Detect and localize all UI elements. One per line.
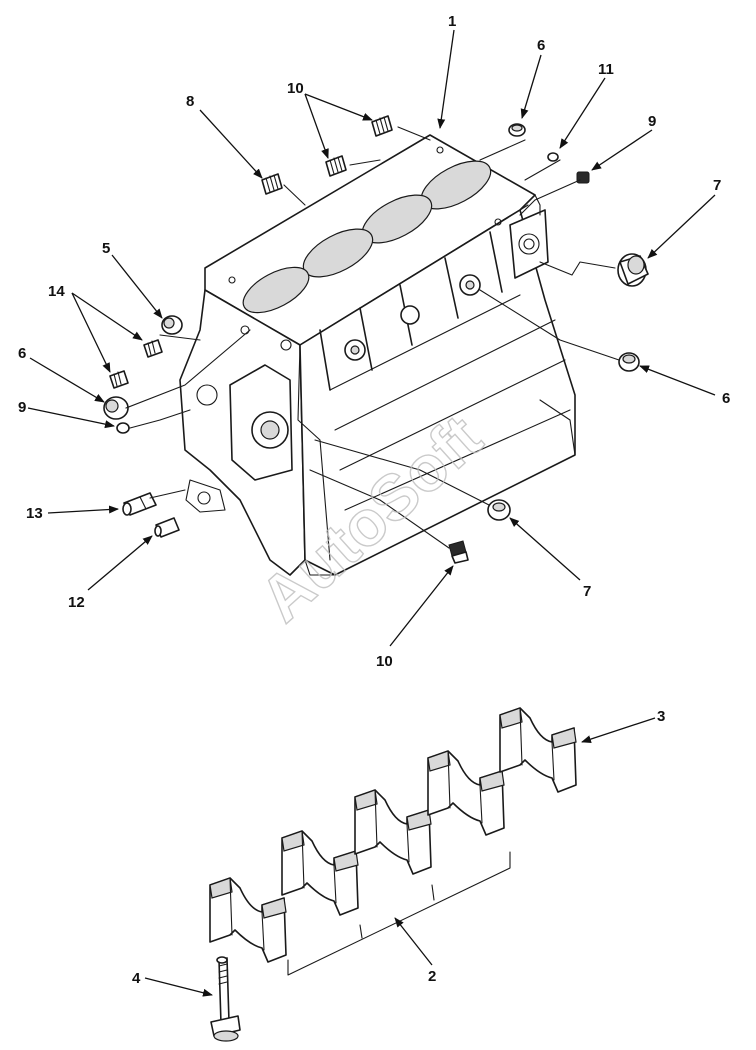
plug-9-left (116, 422, 130, 434)
seal-7-right (617, 253, 649, 287)
bearing-cap-2 (281, 830, 359, 916)
dowel-pin-14 (109, 339, 163, 389)
bearing-cap-3 (354, 789, 432, 875)
callout-6: 6 (722, 390, 730, 407)
callout-12: 12 (68, 594, 85, 611)
callout-7: 7 (583, 583, 591, 600)
callout-2: 2 (428, 968, 436, 985)
bearing-cap-4 (427, 750, 505, 836)
plug-5 (161, 315, 183, 335)
callout-14: 14 (48, 283, 65, 300)
callout-8: 8 (186, 93, 194, 110)
callout-4: 4 (132, 970, 141, 987)
leader-lines (27, 29, 716, 997)
cylinder-block (179, 134, 576, 576)
callout-1: 1 (448, 13, 456, 30)
plug-9-top (576, 171, 590, 184)
callout-9: 9 (648, 113, 656, 130)
sleeve-12 (154, 517, 180, 538)
callout-10: 10 (287, 80, 304, 97)
plug-6-right (618, 352, 640, 372)
plug-6-left (103, 396, 129, 420)
seal-7-front (487, 499, 511, 521)
callout-9: 9 (18, 399, 26, 416)
dowel-pin-8 (261, 173, 283, 195)
bearing-cap-5 (499, 707, 577, 793)
bearing-cap-1 (209, 877, 287, 963)
callout-labels: 1 6 11 9 10 8 7 5 14 6 6 9 13 12 7 10 3 … (18, 13, 730, 987)
callout-3: 3 (657, 708, 665, 725)
plug-10-lower (448, 540, 469, 564)
dowel-pin-10-upper (325, 115, 393, 177)
callout-10: 10 (376, 653, 393, 670)
main-bearing-caps (209, 707, 577, 976)
callout-7: 7 (713, 177, 721, 194)
callout-11: 11 (598, 61, 614, 78)
dowel-13 (122, 492, 157, 516)
callout-6: 6 (537, 37, 545, 54)
plug-11 (547, 152, 559, 162)
callout-5: 5 (102, 240, 110, 257)
cap-bolt-4 (210, 956, 241, 1042)
plug-6-top (508, 123, 526, 137)
callout-6: 6 (18, 345, 26, 362)
callout-13: 13 (26, 505, 43, 522)
